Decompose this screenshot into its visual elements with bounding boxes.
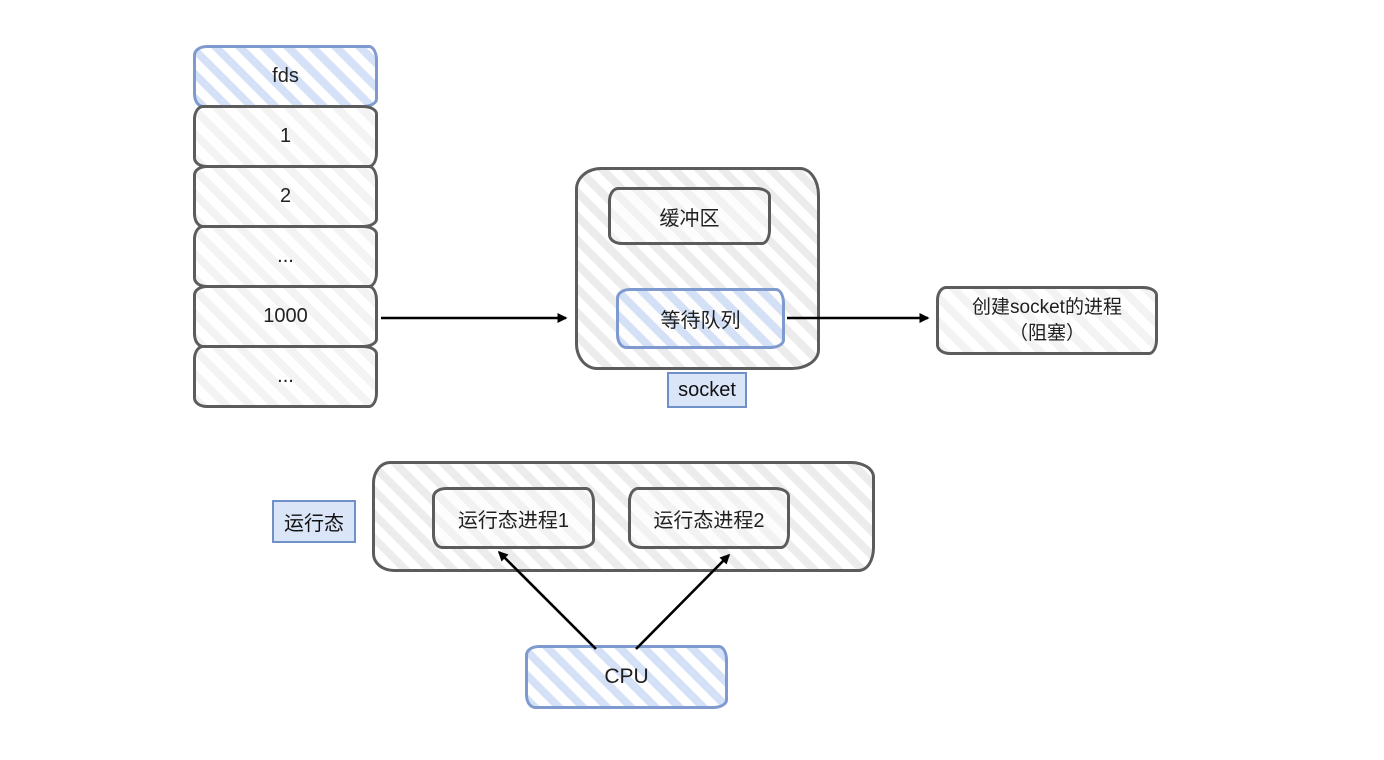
wait-queue-label: 等待队列 bbox=[660, 310, 741, 332]
running-state-tag: 运行态 bbox=[272, 500, 356, 543]
buffer-box: 缓冲区 bbox=[608, 187, 771, 245]
fd-cell-fds: fds bbox=[193, 45, 378, 108]
fd-cell-ellipsis-1: ... bbox=[193, 225, 378, 288]
fd-cell-2: 2 bbox=[193, 165, 378, 228]
fd-cell-1000: 1000 bbox=[193, 285, 378, 348]
cpu-label: CPU bbox=[604, 665, 649, 688]
blocked-process-line2: （阻塞） bbox=[1008, 322, 1085, 344]
running-process1-box: 运行态进程1 bbox=[432, 487, 595, 549]
fd-cell-1: 1 bbox=[193, 105, 378, 168]
running-process2-box: 运行态进程2 bbox=[628, 487, 790, 549]
blocked-process-box: 创建socket的进程 （阻塞） bbox=[936, 286, 1158, 355]
running-process2-label: 运行态进程2 bbox=[653, 509, 765, 532]
socket-tag-label: socket bbox=[678, 378, 736, 401]
fd-cell-ellipsis-2: ... bbox=[193, 345, 378, 408]
running-state-label: 运行态 bbox=[284, 513, 344, 535]
fd-table: fds 1 2 ... 1000 ... bbox=[193, 45, 378, 408]
blocked-process-line1: 创建socket的进程 bbox=[972, 296, 1122, 318]
cpu-box: CPU bbox=[525, 645, 728, 709]
buffer-label: 缓冲区 bbox=[659, 207, 720, 230]
socket-tag: socket bbox=[667, 372, 747, 408]
wait-queue-box: 等待队列 bbox=[616, 288, 785, 349]
running-process1-label: 运行态进程1 bbox=[457, 509, 570, 532]
